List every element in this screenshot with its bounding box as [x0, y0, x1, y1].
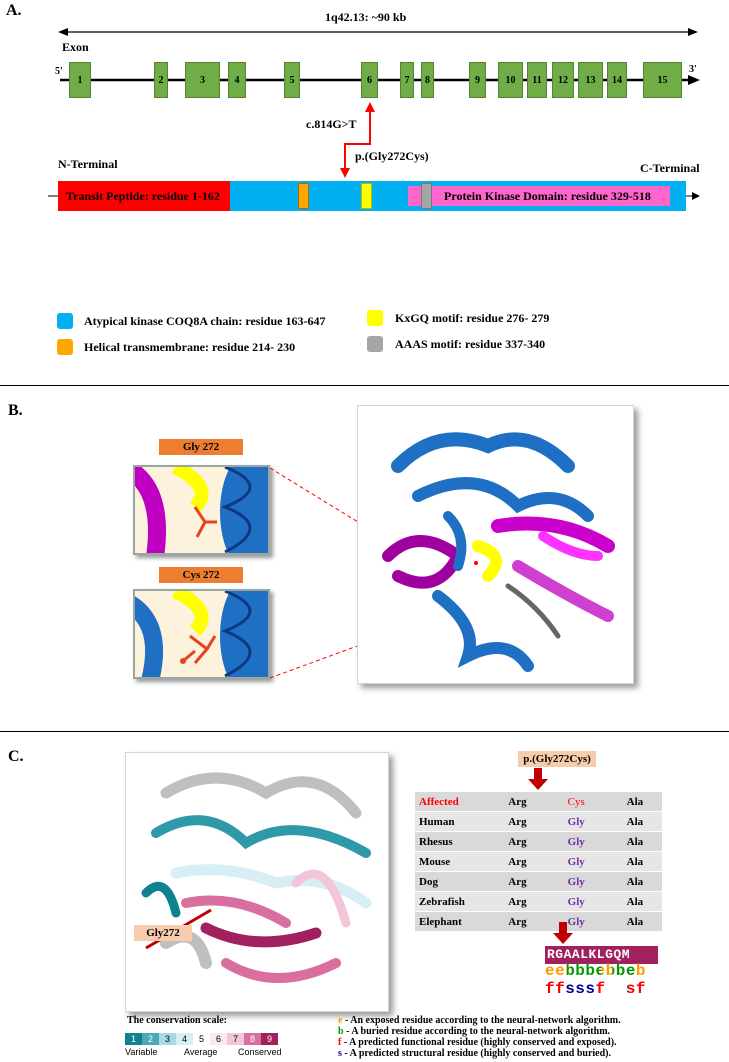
table-row: Affected Arg Cys Ala	[415, 792, 662, 812]
consurf-function-row: ffsssf sf	[545, 980, 647, 998]
exon-6: 6	[361, 62, 378, 98]
exon-7: 7	[400, 62, 414, 98]
divider-a-b	[0, 385, 729, 386]
down-arrow-icon-2	[553, 922, 573, 944]
legend-aaas-text: AAAS motif: residue 337-340	[395, 337, 546, 351]
kxgq-motif-segment	[361, 183, 372, 209]
scale-cell-5: 5	[193, 1033, 210, 1045]
conservation-structure-3d	[125, 752, 389, 1012]
exon-10: 10	[498, 62, 523, 98]
footnote-functional: f - A predicted functional residue (high…	[338, 1037, 617, 1048]
region-span-arrow	[58, 28, 698, 36]
scale-cell-9: 9	[261, 1033, 278, 1045]
panel-c-label: C.	[8, 748, 24, 765]
exon-3: 3	[185, 62, 220, 98]
aaas-motif-segment	[421, 183, 432, 209]
variant-cdna-label: c.814G>T	[306, 117, 357, 131]
scale-cell-3: 3	[159, 1033, 176, 1045]
exon-4: 4	[228, 62, 246, 98]
cys272-tag: Cys 272	[159, 567, 243, 583]
footnote-structural: s - A predicted structural residue (high…	[338, 1048, 611, 1059]
legend-chain-text: Atypical kinase COQ8A chain: residue 163…	[84, 314, 326, 328]
scale-cell-2: 2	[142, 1033, 159, 1045]
divider-b-c	[0, 731, 729, 732]
exon-14: 14	[607, 62, 627, 98]
footnote-exposed: e - An exposed residue according to the …	[338, 1015, 621, 1026]
scale-conserved-label: Conserved	[238, 1047, 282, 1057]
scale-cell-4: 4	[176, 1033, 193, 1045]
consurf-sequence: RGAALKLGQM	[545, 946, 658, 964]
legend-swatch-aaas	[367, 336, 383, 352]
legend-helical-text: Helical transmembrane: residue 214- 230	[84, 340, 296, 354]
legend-swatch-helical	[57, 339, 73, 355]
protein-structure-3d	[357, 405, 634, 684]
three-prime-label: 3'	[689, 64, 697, 75]
scale-cell-6: 6	[210, 1033, 227, 1045]
down-arrow-icon	[528, 768, 548, 790]
c-terminal-label: C-Terminal	[640, 161, 700, 175]
exon-title: Exon	[62, 40, 89, 54]
exon-13: 13	[578, 62, 603, 98]
exon-9: 9	[469, 62, 486, 98]
kinase-domain-segment: Protein Kinase Domain: residue 329-518	[408, 186, 670, 206]
consurf-exposure-row: eebbbebbeb	[545, 962, 647, 980]
scale-cell-1: 1	[125, 1033, 142, 1045]
scale-cell-7: 7	[227, 1033, 244, 1045]
panel-a-label: A.	[6, 2, 22, 19]
exon-11: 11	[527, 62, 547, 98]
exon-15: 15	[643, 62, 682, 98]
gly272-site-label: Gly272	[134, 925, 192, 941]
cys272-zoom-view	[133, 589, 270, 679]
scale-title: The conservation scale:	[127, 1015, 227, 1026]
legend-kxgq-text: KxGQ motif: residue 276- 279	[395, 311, 550, 325]
panel-b-label: B.	[8, 402, 23, 419]
helical-transmembrane-segment	[298, 183, 309, 209]
exon-12: 12	[552, 62, 574, 98]
legend-swatch-chain	[57, 313, 73, 329]
exon-2: 2	[154, 62, 168, 98]
region-label: 1q42.13: ~90 kb	[325, 10, 407, 24]
five-prime-label: 5'	[55, 66, 63, 77]
scale-average-label: Average	[184, 1047, 218, 1057]
variant-protein-label: p.(Gly272Cys)	[355, 149, 429, 163]
zoom-connector-lines	[270, 467, 451, 679]
n-terminal-label: N-Terminal	[58, 157, 118, 171]
variant-arrow	[340, 102, 375, 178]
gly272-zoom-view	[133, 465, 270, 555]
scale-variable-label: Variable	[125, 1047, 158, 1057]
gly272-tag: Gly 272	[159, 439, 243, 455]
variant-tag: p.(Gly272Cys)	[518, 751, 596, 767]
scale-cell-8: 8	[244, 1033, 261, 1045]
legend-swatch-kxgq	[367, 310, 383, 326]
exon-1: 1	[69, 62, 91, 98]
exon-5: 5	[284, 62, 300, 98]
footnote-buried: b - A buried residue according to the ne…	[338, 1026, 611, 1037]
transit-peptide-segment: Transit Peptide: residue 1-162	[58, 181, 230, 211]
exon-8: 8	[421, 62, 434, 98]
